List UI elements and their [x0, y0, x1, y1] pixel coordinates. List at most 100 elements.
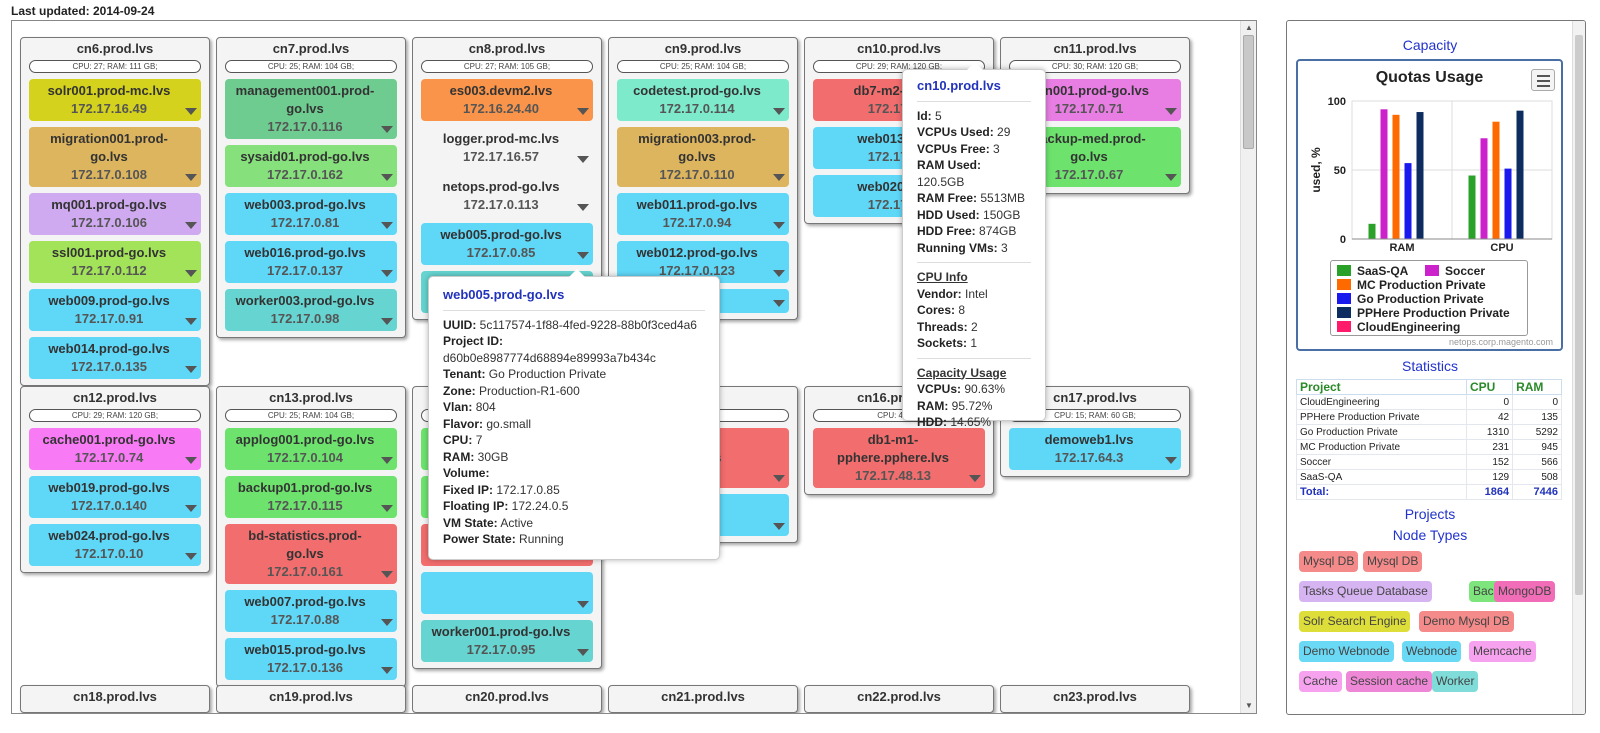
- chevron-down-icon[interactable]: [381, 667, 393, 674]
- chevron-down-icon[interactable]: [381, 505, 393, 512]
- node-type-tag[interactable]: Worker: [1432, 671, 1479, 692]
- legend-item[interactable]: Soccer: [1425, 265, 1485, 278]
- chevron-down-icon[interactable]: [1165, 174, 1177, 181]
- node-type-tag[interactable]: Mysql DB: [1363, 551, 1423, 572]
- chevron-down-icon[interactable]: [185, 174, 197, 181]
- node-name[interactable]: cn8.prod.lvs: [468, 41, 546, 56]
- chevron-down-icon[interactable]: [185, 366, 197, 373]
- legend-item[interactable]: PPHere Production Private: [1337, 307, 1510, 320]
- node-name[interactable]: cn11.prod.lvs: [1053, 41, 1137, 56]
- node-name[interactable]: cn17.prod.lvs: [1053, 390, 1137, 405]
- chevron-down-icon[interactable]: [381, 174, 393, 181]
- chevron-down-icon[interactable]: [381, 270, 393, 277]
- node-name[interactable]: cn20.prod.lvs: [465, 689, 549, 704]
- node-type-tag[interactable]: Solr Search Engine: [1299, 611, 1411, 632]
- scroll-down-icon[interactable]: ▼: [1245, 701, 1253, 710]
- chevron-down-icon[interactable]: [381, 571, 393, 578]
- chart-menu-icon[interactable]: [1531, 69, 1555, 91]
- chevron-down-icon[interactable]: [185, 505, 197, 512]
- node-name[interactable]: cn7.prod.lvs: [272, 41, 350, 56]
- chevron-down-icon[interactable]: [773, 300, 785, 307]
- node-type-tag[interactable]: Demo Webnode: [1299, 641, 1394, 662]
- node-name[interactable]: cn12.prod.lvs: [73, 390, 157, 405]
- node-type-tag[interactable]: Session cache: [1346, 671, 1433, 692]
- chevron-down-icon[interactable]: [1165, 108, 1177, 115]
- projects-heading[interactable]: Projects: [1404, 506, 1456, 522]
- chevron-down-icon[interactable]: [185, 222, 197, 229]
- node-name[interactable]: cn6.prod.lvs: [76, 41, 154, 56]
- chevron-down-icon[interactable]: [773, 174, 785, 181]
- chevron-down-icon[interactable]: [381, 126, 393, 133]
- chevron-down-icon[interactable]: [185, 270, 197, 277]
- capacity-heading[interactable]: Capacity: [1402, 37, 1458, 53]
- node-type-tag[interactable]: Webnode: [1402, 641, 1462, 662]
- chevron-down-icon[interactable]: [577, 649, 589, 656]
- node-type-tag[interactable]: Cache: [1299, 671, 1342, 692]
- legend-item[interactable]: SaaS-QA: [1337, 265, 1408, 278]
- chevron-down-icon[interactable]: [577, 601, 589, 608]
- node-name[interactable]: cn22.prod.lvs: [857, 689, 941, 704]
- chevron-down-icon[interactable]: [969, 475, 981, 482]
- node-types-heading[interactable]: Node Types: [1392, 527, 1468, 543]
- node-name[interactable]: cn10.prod.lvs: [857, 41, 941, 56]
- chevron-down-icon[interactable]: [185, 553, 197, 560]
- chevron-down-icon[interactable]: [185, 108, 197, 115]
- node-name[interactable]: cn18.prod.lvs: [73, 689, 157, 704]
- legend-item[interactable]: CloudEngineering: [1337, 321, 1460, 334]
- chart-credit[interactable]: netops.corp.magento.com: [1448, 337, 1553, 347]
- node-type-tag[interactable]: Tasks Queue Database: [1299, 581, 1432, 602]
- statistics-heading[interactable]: Statistics: [1401, 358, 1458, 374]
- node-name[interactable]: cn9.prod.lvs: [664, 41, 742, 56]
- chevron-down-icon[interactable]: [773, 222, 785, 229]
- chevron-down-icon[interactable]: [577, 252, 589, 259]
- node-type-tag[interactable]: MongoDB: [1494, 581, 1556, 602]
- legend-item[interactable]: MC Production Private: [1337, 279, 1486, 292]
- chevron-down-icon[interactable]: [773, 270, 785, 277]
- chevron-down-icon[interactable]: [381, 222, 393, 229]
- node-name[interactable]: cn21.prod.lvs: [661, 689, 745, 704]
- node-name[interactable]: cn19.prod.lvs: [269, 689, 353, 704]
- chevron-down-icon[interactable]: [577, 108, 589, 115]
- chevron-down-icon[interactable]: [185, 318, 197, 325]
- chevron-down-icon[interactable]: [185, 457, 197, 464]
- vm-popup-title[interactable]: web005.prod-go.lvs: [443, 287, 565, 302]
- chevron-down-icon[interactable]: [773, 475, 785, 482]
- chevron-down-icon[interactable]: [773, 108, 785, 115]
- node-type-tag[interactable]: Memcache: [1469, 641, 1536, 662]
- node-name[interactable]: cn23.prod.lvs: [1053, 689, 1137, 704]
- node-name[interactable]: cn13.prod.lvs: [269, 390, 353, 405]
- sidebar-scrollbar[interactable]: [1572, 21, 1585, 714]
- scroll-up-icon[interactable]: ▲: [1245, 23, 1253, 32]
- chevron-down-icon[interactable]: [381, 457, 393, 464]
- node-type-tag[interactable]: Mysql DB: [1299, 551, 1359, 572]
- vm-tile[interactable]: [421, 572, 593, 614]
